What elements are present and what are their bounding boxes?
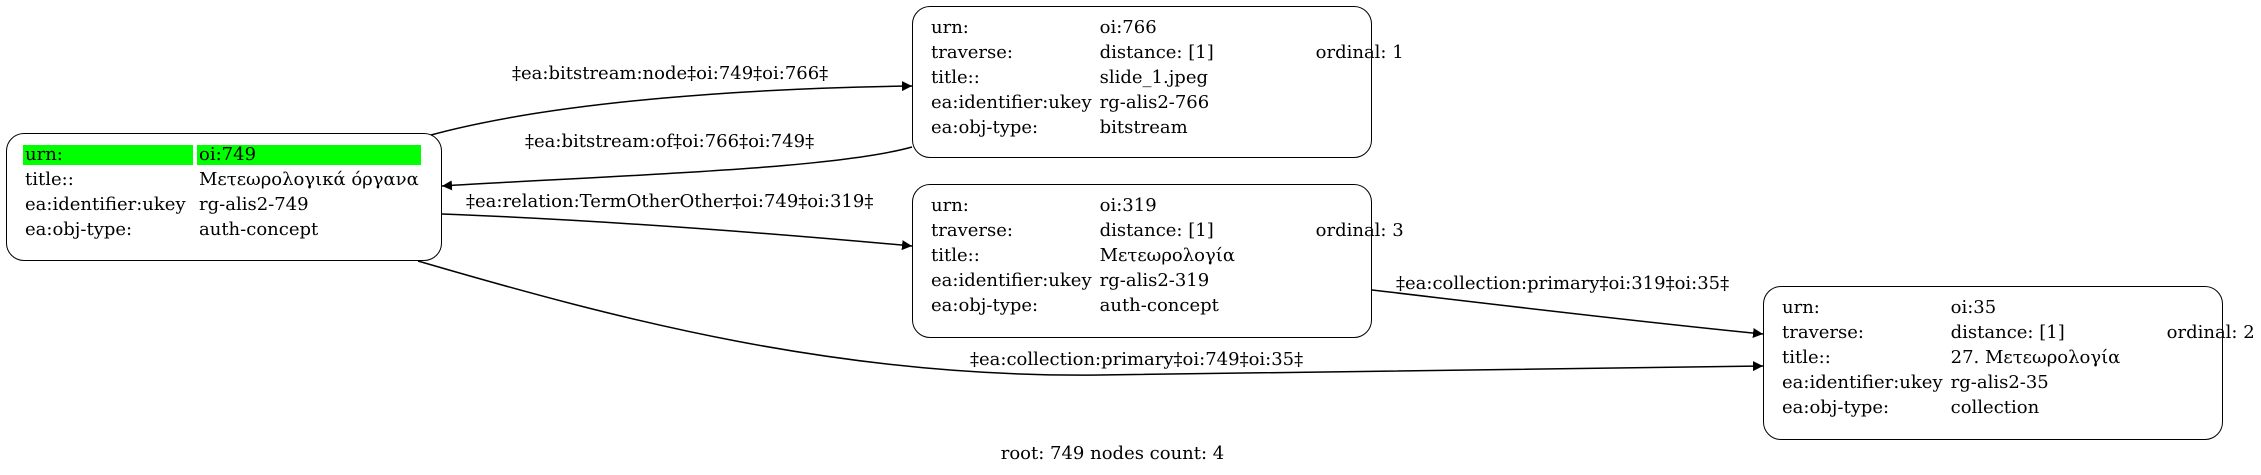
row-extra	[2157, 398, 2257, 418]
row-extra	[1306, 196, 1406, 216]
row-key: ea:obj-type:	[25, 219, 133, 240]
row-value: 27. Μετεωρολογία	[1950, 347, 2121, 368]
node-oi-749[interactable]: urn: oi:749 title:: Μετεωρολογικά όργανα…	[6, 133, 442, 261]
node-oi-766[interactable]: urn: oi:766 traverse: distance: [1] ordi…	[912, 6, 1404, 158]
row-extra	[1306, 18, 1406, 38]
row-value: distance: [1]	[1950, 322, 2065, 343]
row-key: title::	[25, 169, 74, 190]
row-value: slide_1.jpeg	[1099, 67, 1209, 88]
row-key: traverse:	[1782, 322, 1864, 343]
row-key: ea:identifier:ukey	[25, 194, 186, 215]
node-table: urn: oi:319 traverse: distance: [1] ordi…	[925, 191, 1410, 321]
edge-bitstream-of	[441, 146, 913, 191]
node-oi-319[interactable]: urn: oi:319 traverse: distance: [1] ordi…	[912, 184, 1404, 338]
node-row-obj-type: ea:obj-type: collection	[1780, 398, 2257, 418]
graph-footer: root: 749 nodes count: 4	[1000, 443, 1225, 464]
node-row-title: title:: Μετεωρολογικά όργανα	[23, 170, 421, 190]
row-extra	[1306, 118, 1406, 138]
node-table: urn: oi:766 traverse: distance: [1] ordi…	[925, 13, 1410, 143]
node-row-title: title:: 27. Μετεωρολογία	[1780, 348, 2257, 368]
row-extra	[2157, 348, 2257, 368]
row-extra	[2157, 373, 2257, 393]
row-value: distance: [1]	[1099, 220, 1214, 241]
row-ordinal: ordinal: 1	[1315, 42, 1404, 63]
node-row-ukey: ea:identifier:ukey rg-alis2-319	[929, 271, 1406, 291]
row-value: rg-alis2-35	[1950, 372, 2049, 393]
row-key: ea:obj-type:	[931, 117, 1039, 138]
row-value: rg-alis2-766	[1099, 92, 1210, 113]
edge-label-collection-primary-319: ‡ea:collection:primary‡oi:319‡oi:35‡	[1396, 273, 1730, 294]
row-key: ea:identifier:ukey	[931, 270, 1092, 291]
node-row-urn: urn: oi:766	[929, 18, 1406, 38]
row-value: rg-alis2-319	[1099, 270, 1210, 291]
row-key: traverse:	[931, 42, 1013, 63]
node-row-title: title:: Μετεωρολογία	[929, 246, 1406, 266]
node-row-urn: urn: oi:35	[1780, 298, 2257, 318]
node-table: urn: oi:35 traverse: distance: [1] ordin…	[1776, 293, 2261, 423]
edge-label-relation-term-other: ‡ea:relation:TermOtherOther‡oi:749‡oi:31…	[466, 191, 874, 212]
row-extra	[1306, 93, 1406, 113]
row-value: oi:35	[1950, 297, 1997, 318]
row-value: oi:749	[197, 145, 421, 165]
edge-collection-primary-319	[1371, 289, 1764, 339]
row-extra	[1306, 296, 1406, 316]
node-row-traverse: traverse: distance: [1] ordinal: 3	[929, 221, 1406, 241]
row-key: ea:obj-type:	[1782, 397, 1890, 418]
node-table: urn: oi:749 title:: Μετεωρολογικά όργανα…	[19, 140, 425, 245]
row-value: Μετεωρολογία	[1099, 245, 1235, 266]
row-ordinal: ordinal: 3	[1315, 220, 1404, 241]
edge-bitstream-node	[430, 81, 913, 136]
node-row-title: title:: slide_1.jpeg	[929, 68, 1406, 88]
node-row-urn: urn: oi:749	[23, 145, 421, 165]
edge-collection-primary-749	[417, 260, 1764, 376]
edge-label-bitstream-node: ‡ea:bitstream:node‡oi:749‡oi:766‡	[512, 63, 829, 84]
row-value: Μετεωρολογικά όργανα	[199, 169, 419, 190]
row-extra	[1306, 246, 1406, 266]
row-value: distance: [1]	[1099, 42, 1214, 63]
node-row-traverse: traverse: distance: [1] ordinal: 2	[1780, 323, 2257, 343]
row-key: urn:	[931, 17, 969, 38]
node-row-obj-type: ea:obj-type: auth-concept	[23, 220, 421, 240]
row-ordinal: ordinal: 2	[2166, 322, 2255, 343]
row-key: urn:	[1782, 297, 1820, 318]
row-key: title::	[931, 67, 980, 88]
node-row-obj-type: ea:obj-type: auth-concept	[929, 296, 1406, 316]
row-value: oi:766	[1099, 17, 1157, 38]
node-row-traverse: traverse: distance: [1] ordinal: 1	[929, 43, 1406, 63]
row-key: ea:obj-type:	[931, 295, 1039, 316]
node-oi-35[interactable]: urn: oi:35 traverse: distance: [1] ordin…	[1763, 286, 2255, 440]
row-key: urn:	[931, 195, 969, 216]
row-value: bitstream	[1099, 117, 1188, 138]
node-row-urn: urn: oi:319	[929, 196, 1406, 216]
row-key: ea:identifier:ukey	[931, 92, 1092, 113]
row-extra	[2157, 298, 2257, 318]
row-extra	[1306, 68, 1406, 88]
edge-label-collection-primary-749: ‡ea:collection:primary‡oi:749‡oi:35‡	[970, 349, 1304, 370]
row-value: auth-concept	[1099, 295, 1219, 316]
node-row-obj-type: ea:obj-type: bitstream	[929, 118, 1406, 138]
row-extra	[1306, 271, 1406, 291]
row-key: urn:	[23, 145, 193, 165]
row-key: traverse:	[931, 220, 1013, 241]
row-key: title::	[931, 245, 980, 266]
node-row-ukey: ea:identifier:ukey rg-alis2-35	[1780, 373, 2257, 393]
row-value: auth-concept	[199, 219, 319, 240]
row-key: ea:identifier:ukey	[1782, 372, 1943, 393]
edge-label-bitstream-of: ‡ea:bitstream:of‡oi:766‡oi:749‡	[525, 131, 815, 152]
row-key: title::	[1782, 347, 1831, 368]
row-value: collection	[1950, 397, 2040, 418]
node-row-ukey: ea:identifier:ukey rg-alis2-766	[929, 93, 1406, 113]
row-value: rg-alis2-749	[199, 194, 309, 215]
edge-relation-term-other	[441, 213, 913, 251]
node-row-ukey: ea:identifier:ukey rg-alis2-749	[23, 195, 421, 215]
row-value: oi:319	[1099, 195, 1157, 216]
